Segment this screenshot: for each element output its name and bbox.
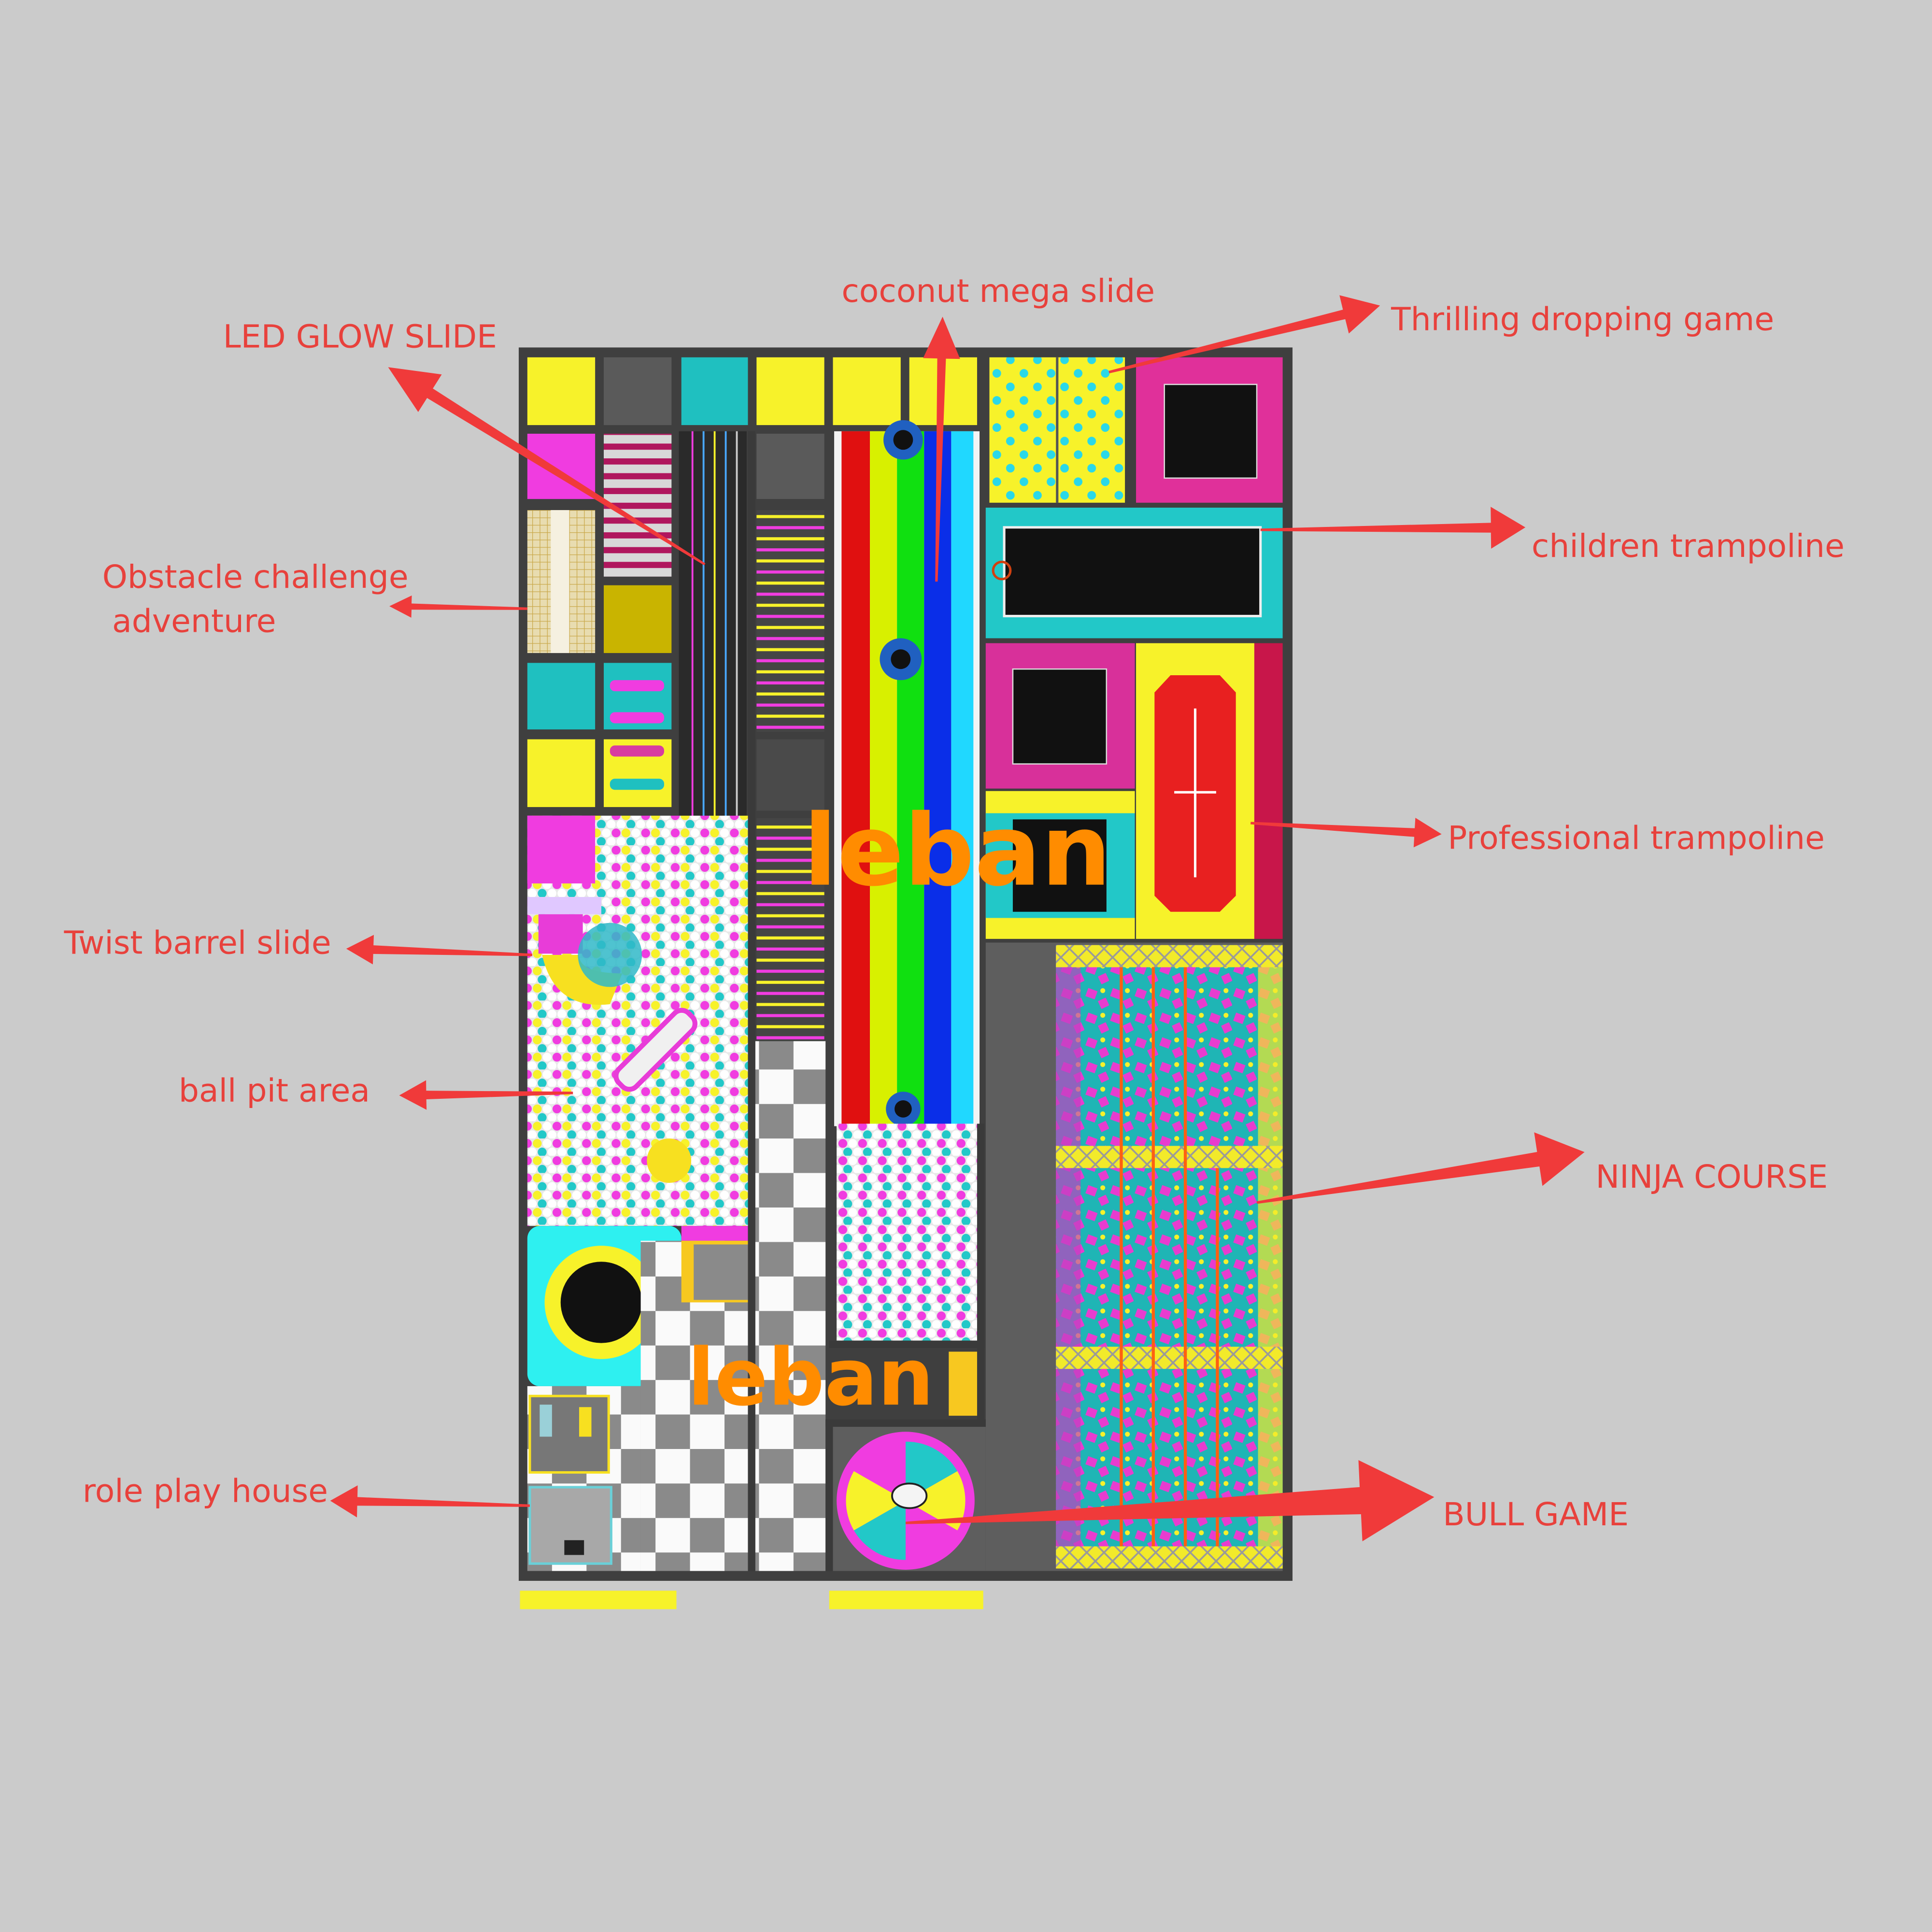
label-children-trampoline: children trampoline xyxy=(1532,527,1845,565)
professional-trampoline xyxy=(1136,643,1283,939)
yellow-ball xyxy=(647,1138,692,1183)
annotation-arrows xyxy=(330,295,1585,1542)
entrance-bar xyxy=(829,1591,983,1609)
tile xyxy=(756,357,824,426)
floor-plan: leban leban xyxy=(518,347,1293,1609)
annotation-labels: coconut mega slide LED GLOW SLIDE Thrill… xyxy=(64,272,1845,1533)
ball-pit-area xyxy=(527,815,748,1226)
arrow-ball-pit-area xyxy=(399,1080,573,1110)
stairs xyxy=(756,818,824,1040)
label-role-play-house: role play house xyxy=(83,1472,328,1510)
arrow-children-trampoline xyxy=(1260,507,1526,549)
label-bull-game: BULL GAME xyxy=(1443,1495,1629,1533)
led-glow-slide xyxy=(679,431,747,820)
tile xyxy=(604,357,672,426)
tile xyxy=(681,357,748,426)
arrow-role-play-house xyxy=(330,1485,530,1518)
label-ball-pit-area: ball pit area xyxy=(179,1072,370,1109)
arrow-coconut-mega-slide xyxy=(923,316,960,582)
label-ninja-course: NINJA COURSE xyxy=(1596,1158,1828,1195)
arrow-bull-game xyxy=(906,1460,1435,1542)
twist-barrel-slide xyxy=(527,897,697,1092)
label-coconut-mega-slide: coconut mega slide xyxy=(841,272,1155,310)
ninja-course xyxy=(1056,945,1283,1569)
ball-pit-slide-end xyxy=(837,1123,977,1341)
label-thrilling-dropping-game: Thrilling dropping game xyxy=(1391,300,1774,338)
arrow-twist-barrel-slide xyxy=(346,935,533,965)
arrow-led-glow-slide xyxy=(388,367,706,566)
role-play-house xyxy=(528,1394,612,1565)
arrow-thrilling-dropping-game xyxy=(1108,295,1380,373)
obstacle-rollers xyxy=(604,433,672,577)
bull-game xyxy=(837,1432,975,1570)
leban-logo: leban xyxy=(687,1331,934,1423)
coconut-mega-slide xyxy=(834,420,980,1126)
label-professional-trampoline: Professional trampoline xyxy=(1448,819,1824,857)
leban-logo: leban xyxy=(803,794,1111,909)
arrow-ninja-course xyxy=(1256,1132,1585,1204)
tile xyxy=(833,357,901,426)
arrow-obstacle-challenge xyxy=(389,595,527,618)
arrow-professional-trampoline xyxy=(1250,818,1442,848)
tile xyxy=(527,357,596,426)
entrance-bar xyxy=(520,1591,677,1609)
label-twist-barrel-slide: Twist barrel slide xyxy=(64,923,331,961)
label-led-glow-slide: LED GLOW SLIDE xyxy=(223,317,497,355)
label-obstacle-adventure: adventure xyxy=(112,602,276,640)
stairs xyxy=(756,510,824,732)
label-obstacle-challenge: Obstacle challenge xyxy=(102,558,409,596)
